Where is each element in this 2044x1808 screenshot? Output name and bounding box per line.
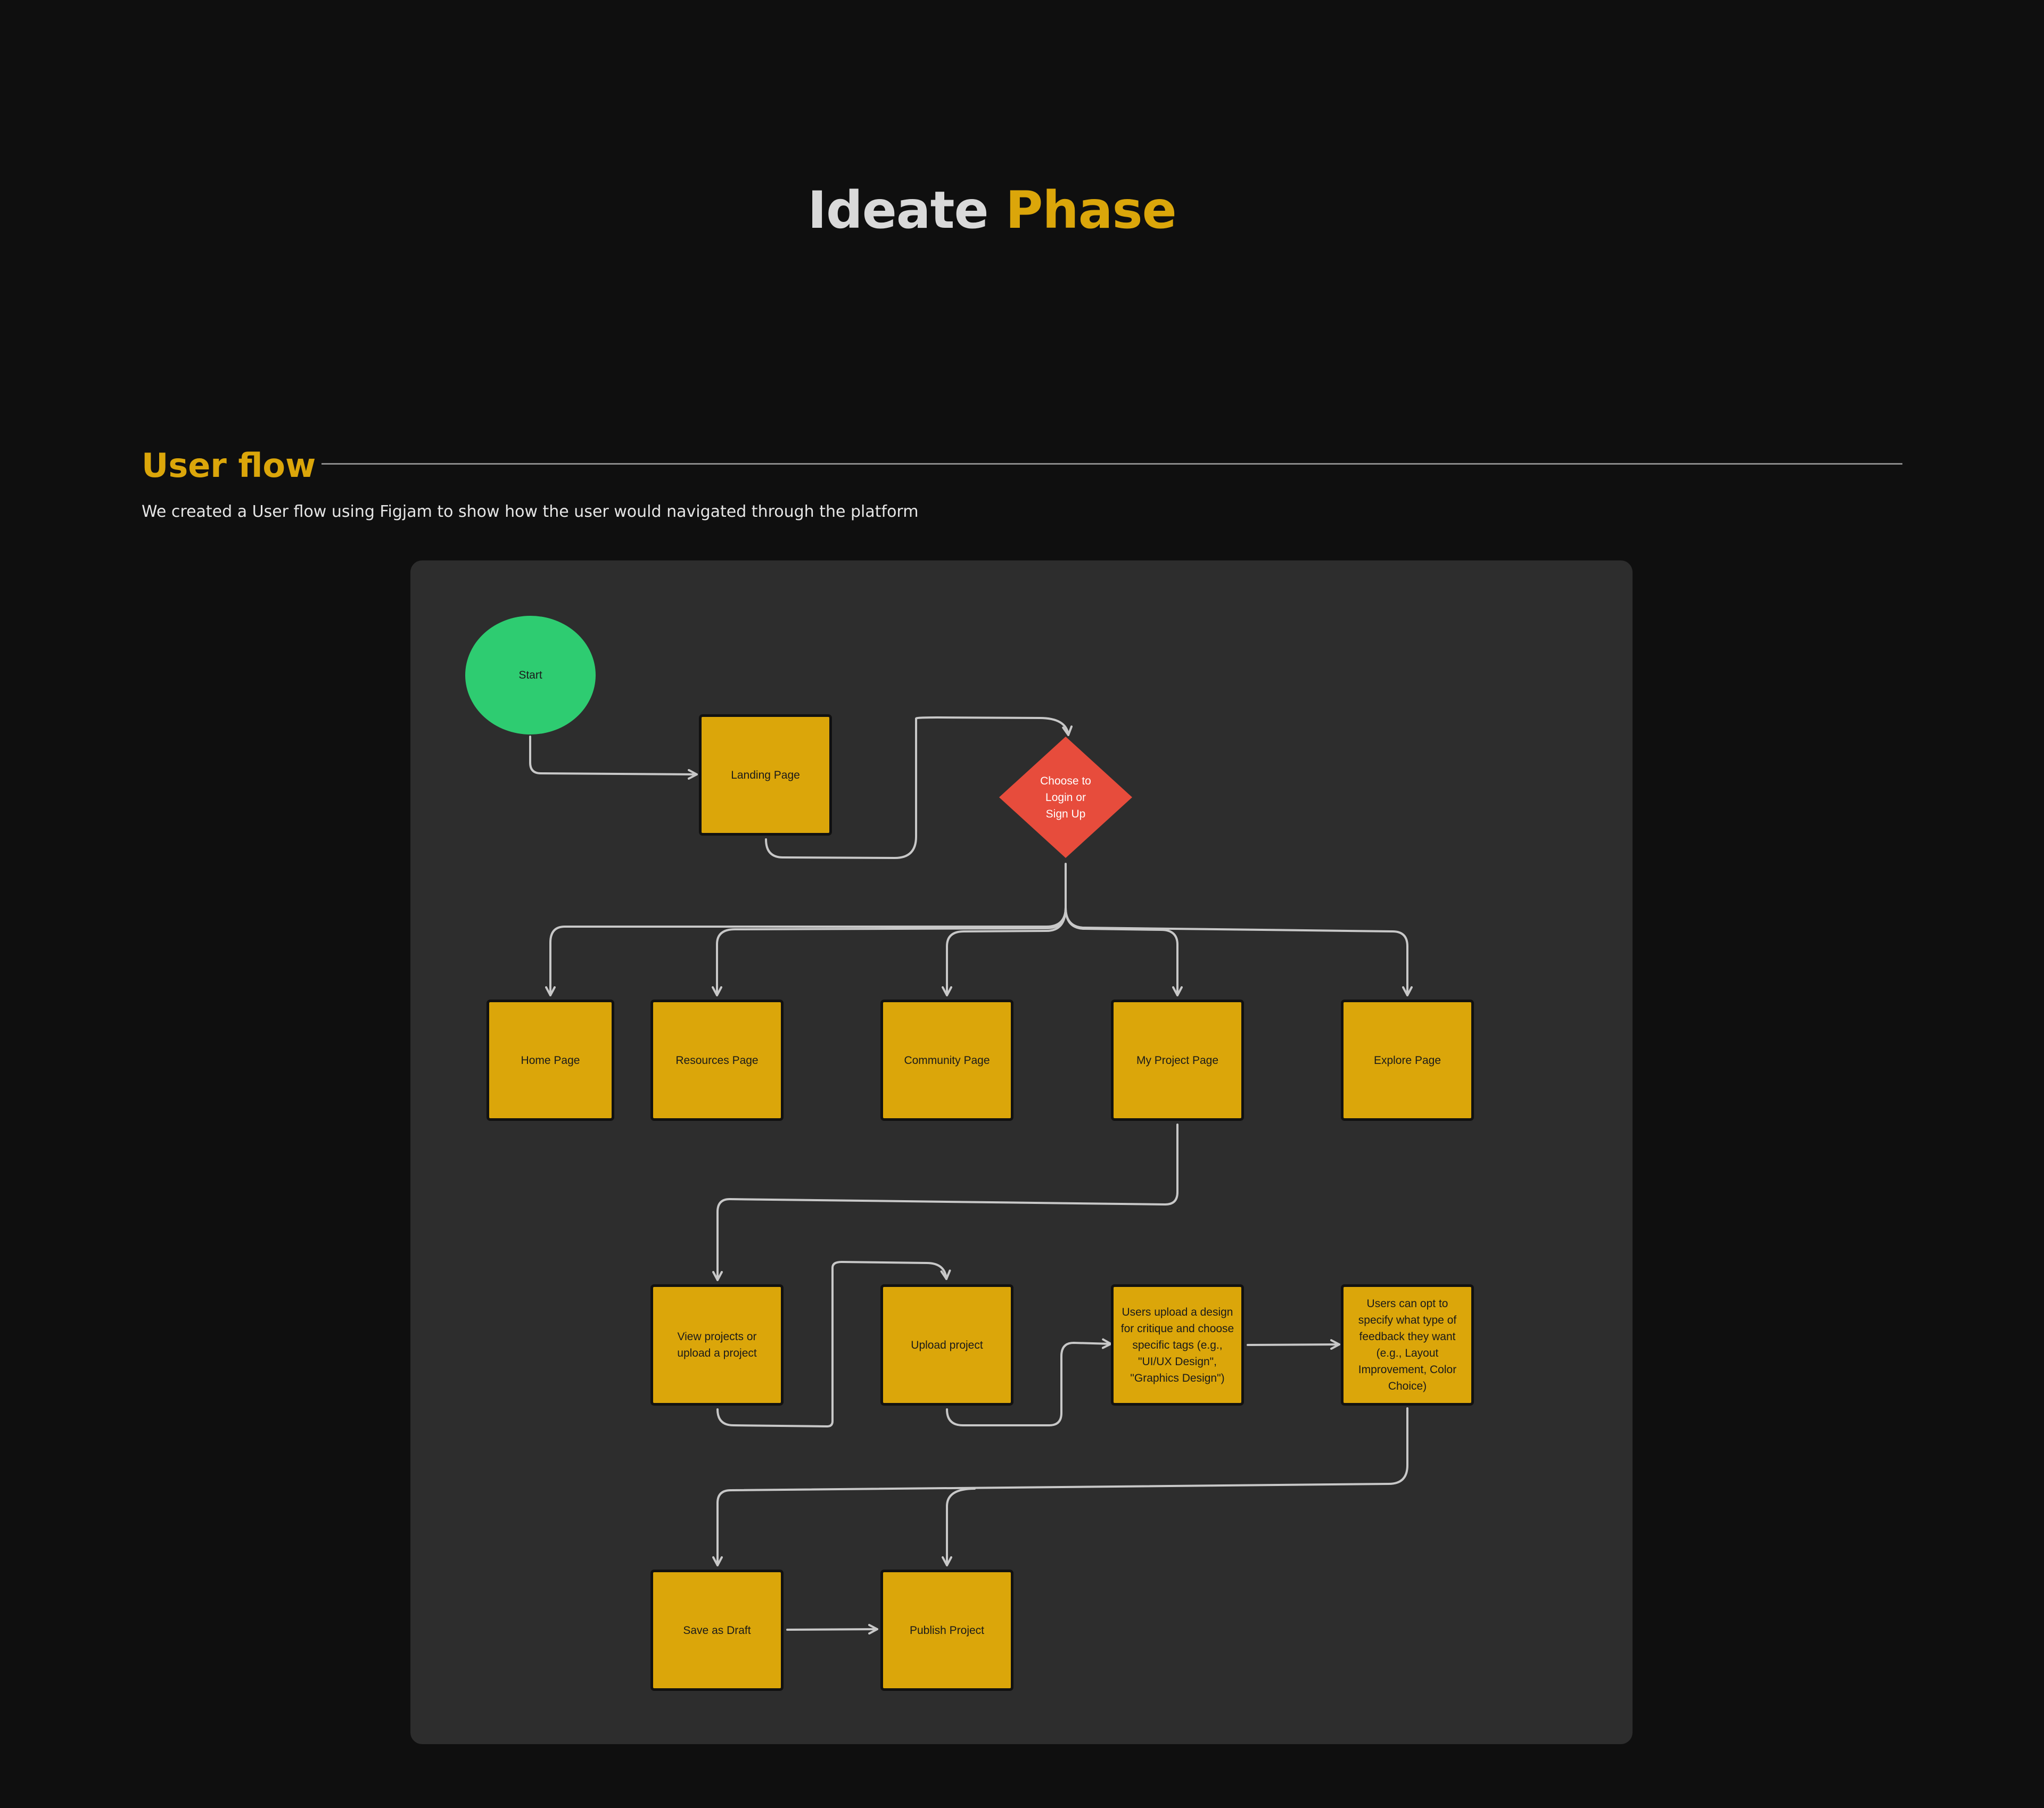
connector-decision-to-explore — [1065, 906, 1413, 996]
connector-my-project-to-view — [712, 1124, 1178, 1281]
connector-feedback-to-save — [712, 1407, 1408, 1566]
connector-design-to-feedback — [1247, 1339, 1340, 1350]
connector-upload-to-design — [946, 1338, 1112, 1426]
connector-feedback-to-publish — [942, 1488, 976, 1566]
feedback-type-label: Users can opt to specify what type of fe… — [1358, 1298, 1457, 1392]
title-word-ideate: Ideate — [807, 180, 988, 240]
upload-design-node: Users upload a design for critique and c… — [1111, 1284, 1244, 1406]
landing-page-node: Landing Page — [699, 714, 832, 836]
home-page-label: Home Page — [521, 1054, 580, 1067]
page-title: Ideate Phase — [0, 178, 1984, 242]
save-draft-label: Save as Draft — [683, 1624, 751, 1637]
view-projects-label: View projects or upload a project — [677, 1331, 757, 1359]
section-divider — [322, 463, 1902, 465]
connector-decision-to-community — [942, 906, 1067, 996]
community-page-node: Community Page — [880, 1000, 1013, 1121]
my-project-page-label: My Project Page — [1136, 1054, 1219, 1067]
explore-page-node: Explore Page — [1341, 1000, 1474, 1121]
connector-landing-to-decision — [765, 716, 1073, 859]
explore-page-label: Explore Page — [1373, 1054, 1441, 1067]
section-heading: User flow — [142, 446, 316, 485]
resources-page-node: Resources Page — [650, 1000, 784, 1121]
decision-label-wrap: Choose to Login or Sign Up — [999, 737, 1132, 858]
user-flow-diagram: Start Landing Page Choose to Login or Si… — [410, 560, 1633, 1744]
my-project-page-node: My Project Page — [1111, 1000, 1244, 1121]
start-node: Start — [465, 616, 596, 734]
upload-design-label: Users upload a design for critique and c… — [1120, 1306, 1234, 1384]
resources-page-label: Resources Page — [675, 1054, 759, 1067]
connector-save-to-publish — [786, 1624, 878, 1635]
save-draft-node: Save as Draft — [650, 1570, 784, 1691]
connector-decision-to-resources — [712, 906, 1067, 996]
connector-decision-to-my-project — [1065, 906, 1183, 996]
start-label: Start — [518, 668, 542, 681]
decision-label: Choose to Login or Sign Up — [1040, 774, 1091, 820]
publish-project-node: Publish Project — [880, 1570, 1013, 1691]
view-projects-node: View projects or upload a project — [650, 1284, 784, 1406]
landing-page-label: Landing Page — [731, 769, 800, 781]
connector-lines — [529, 716, 1413, 1635]
upload-project-node: Upload project — [880, 1284, 1013, 1406]
connector-start-to-landing — [529, 736, 698, 780]
section-description: We created a User flow using Figjam to s… — [142, 502, 919, 521]
upload-project-label: Upload project — [911, 1339, 983, 1351]
connector-view-to-upload — [716, 1261, 951, 1427]
home-page-node: Home Page — [487, 1000, 614, 1121]
feedback-type-node: Users can opt to specify what type of fe… — [1341, 1284, 1474, 1406]
publish-project-label: Publish Project — [909, 1624, 985, 1637]
title-word-phase: Phase — [1005, 180, 1177, 240]
community-page-label: Community Page — [904, 1054, 990, 1067]
